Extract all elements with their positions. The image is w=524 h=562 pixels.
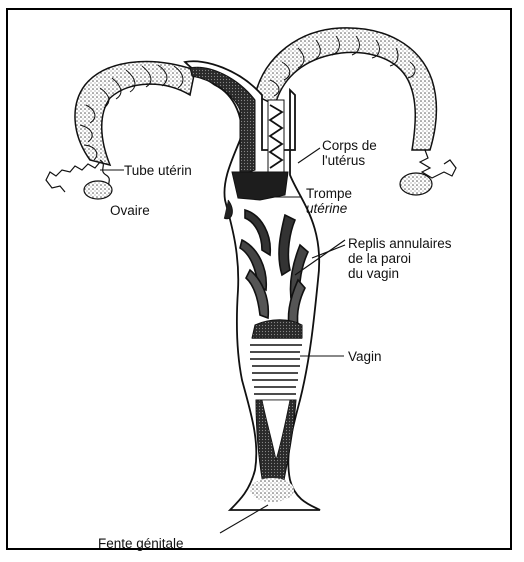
label-replis-line3: du vagin — [348, 266, 452, 281]
central-tract — [185, 61, 345, 510]
label-replis-line1: Replis annulaires — [348, 236, 452, 251]
right-ovary — [400, 173, 432, 195]
left-ovary — [84, 181, 112, 199]
left-uterine-horn — [75, 62, 195, 165]
label-trompe-uterine: Trompe utérine — [306, 186, 352, 216]
right-ovary-group — [400, 150, 456, 195]
label-replis: Replis annulaires de la paroi du vagin — [348, 236, 452, 281]
label-tube-uterin: Tube utérin — [124, 163, 192, 178]
label-replis-line2: de la paroi — [348, 251, 452, 266]
label-fente-genitale: Fente génitale — [98, 536, 184, 551]
left-ovary-group — [46, 160, 124, 199]
label-ovaire: Ovaire — [110, 203, 150, 218]
label-corps-uterus: Corps de l'utérus — [322, 138, 377, 168]
label-corps-uterus-line2: l'utérus — [322, 153, 377, 168]
label-vagin: Vagin — [348, 349, 382, 364]
label-trompe-line2: utérine — [306, 201, 352, 216]
label-corps-uterus-line1: Corps de — [322, 138, 377, 153]
label-trompe-line1: Trompe — [306, 186, 352, 201]
